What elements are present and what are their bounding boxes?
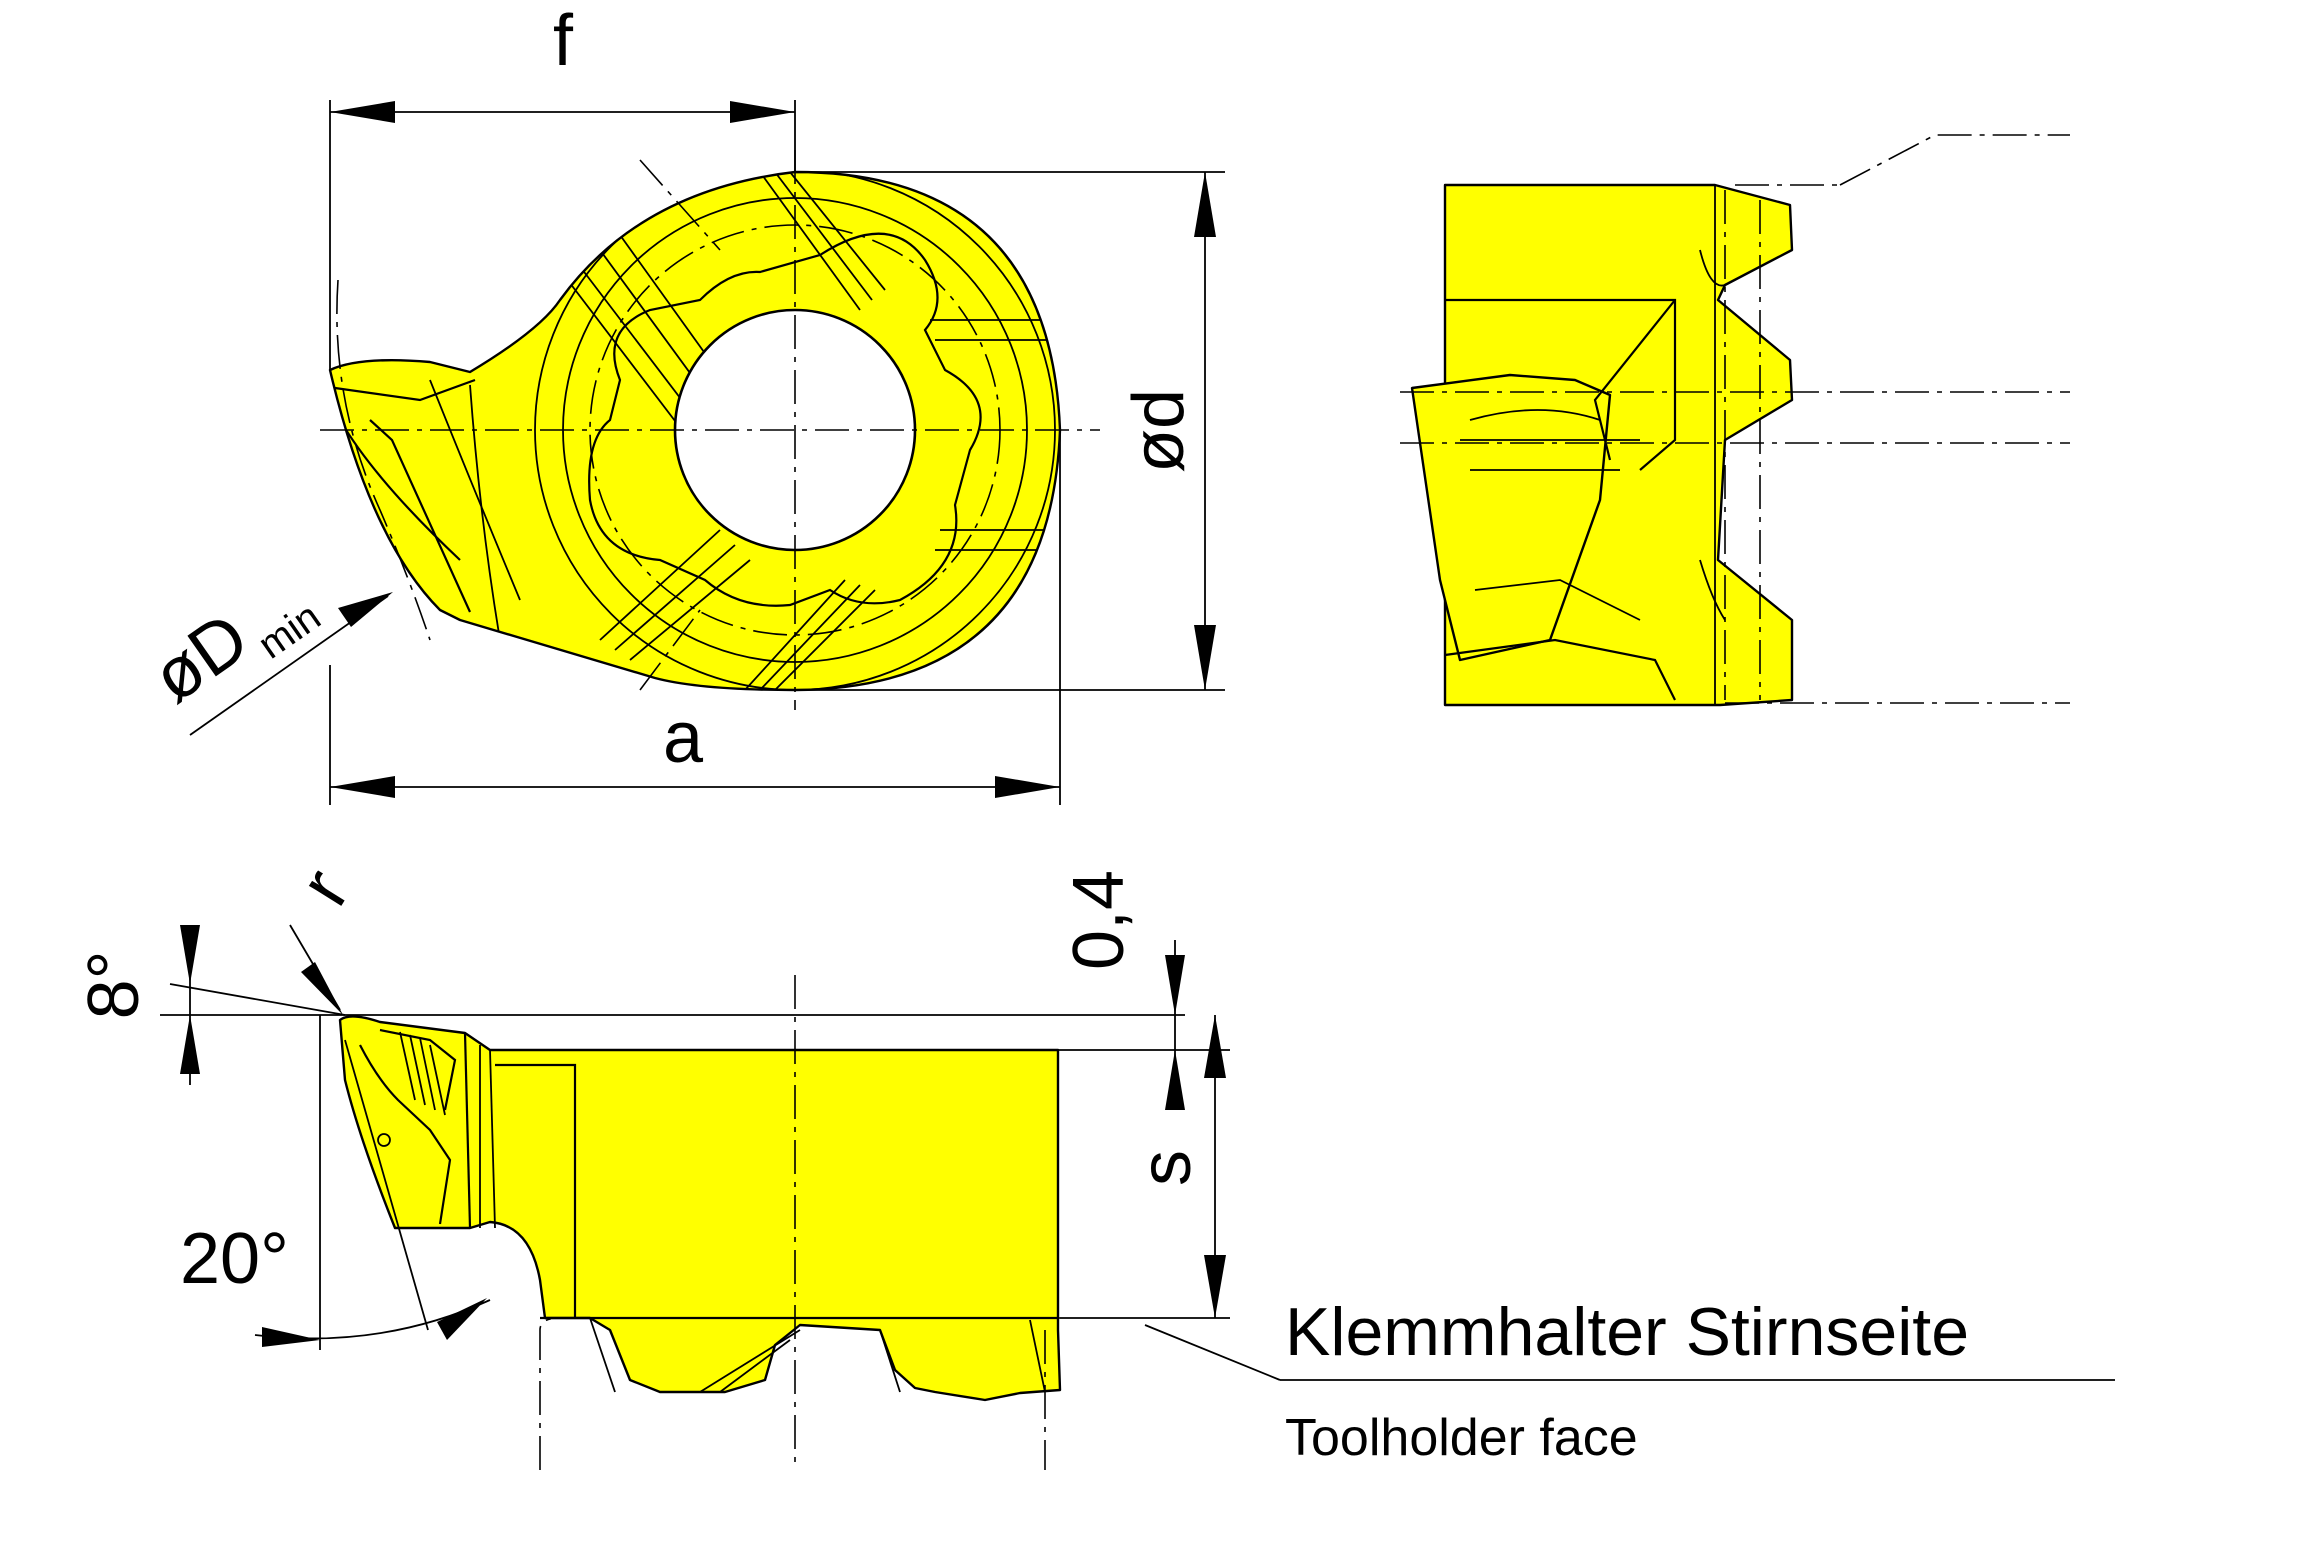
label-d-min: øDmin — [138, 556, 328, 727]
label-angle-20: 20° — [180, 1219, 289, 1299]
label-face-en: Toolholder face — [1285, 1409, 1638, 1467]
front-view — [320, 150, 1100, 710]
dimension-a: a — [329, 430, 1061, 805]
dimension-d: ød — [795, 171, 1225, 691]
label-d-min-main: øD — [138, 598, 263, 719]
dimension-r: r — [284, 856, 365, 1015]
dimension-offset: 0,4 — [490, 870, 1230, 1110]
dimension-s: s — [1060, 1015, 1230, 1319]
dimension-angle-8: 8° — [74, 925, 1185, 1085]
side-view — [1400, 134, 2070, 707]
label-f: f — [553, 1, 574, 81]
label-r: r — [284, 856, 365, 919]
front-view-lobed-recess — [588, 232, 982, 607]
top-view — [338, 975, 1062, 1470]
label-offset: 0,4 — [1059, 870, 1139, 970]
dimension-d-min: øDmin — [138, 556, 393, 736]
label-d-min-sub: min — [250, 594, 328, 667]
label-face-de: Klemmhalter Stirnseite — [1285, 1294, 1969, 1370]
callout-toolholder-face: Klemmhalter Stirnseite Toolholder face — [1144, 1294, 2115, 1467]
label-a: a — [663, 698, 704, 778]
dimension-angle-20: 20° — [180, 1015, 491, 1350]
dimension-f: f — [329, 1, 796, 370]
top-view-insert-body — [338, 1015, 1062, 1402]
side-view-nose — [1410, 373, 1612, 662]
label-d: ød — [1119, 389, 1199, 473]
label-s: s — [1126, 1150, 1206, 1186]
top-view-small-hole — [377, 1133, 391, 1147]
label-angle-8: 8° — [74, 951, 154, 1020]
